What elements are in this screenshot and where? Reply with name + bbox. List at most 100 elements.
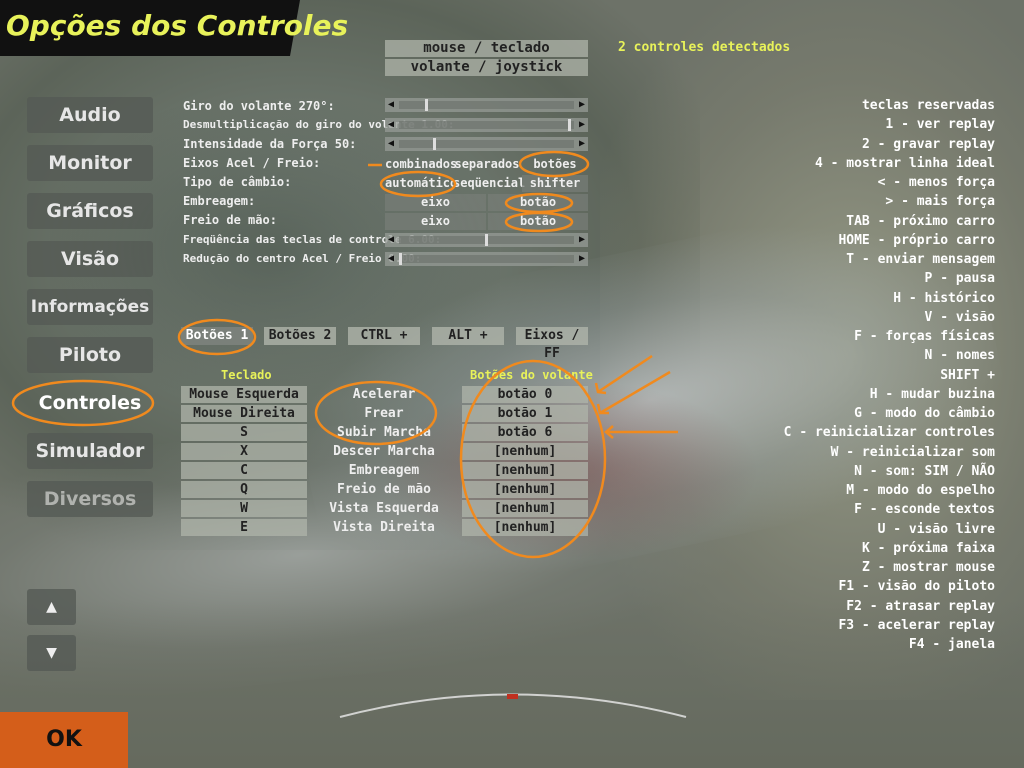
gearbox-sequential-option[interactable]: seqüencial (453, 176, 526, 190)
scroll-up-button[interactable]: ▲ (27, 589, 76, 625)
reserved-key-item: N - som: SIM / NÃO (854, 463, 995, 479)
reserved-key-item: K - próxima faixa (861, 540, 995, 556)
binding-key-cell[interactable]: C (181, 462, 307, 479)
device-mouse-keyboard-button[interactable]: mouse / teclado (385, 40, 588, 57)
reserved-key-item: N - nomes (924, 348, 995, 364)
reserved-key-item: V - visão (924, 309, 995, 325)
gearbox-shifter-option[interactable]: shifter (529, 176, 581, 190)
slider-right-arrow-icon[interactable]: ▶ (578, 99, 586, 110)
slider-left-arrow-icon[interactable]: ◀ (387, 253, 395, 264)
gearbox-label: Tipo de câmbio: (183, 175, 292, 189)
slider-left-arrow-icon[interactable]: ◀ (387, 234, 395, 245)
force-intensity-slider[interactable]: ◀▶ (385, 137, 588, 151)
slider-thumb[interactable] (485, 234, 488, 246)
slider-right-arrow-icon[interactable]: ▶ (578, 119, 586, 130)
gearbox-automatic-option[interactable]: automático (385, 176, 458, 190)
device-wheel-joystick-button[interactable]: volante / joystick (385, 59, 588, 76)
binding-action-label: Descer Marcha (333, 444, 435, 459)
pedal-buttons-option[interactable]: botões (533, 157, 577, 171)
pedal-center-reduction-label: Redução do centro Acel / Freio 0.00: (183, 252, 422, 265)
pedal-combined-option[interactable]: combinados (385, 157, 458, 171)
steering-rotation-label: Giro do volante 270°: (183, 99, 335, 113)
tab-ctrl[interactable]: CTRL + (348, 327, 420, 345)
binding-wheel-button-cell[interactable]: [nenhum] (462, 500, 588, 517)
reserved-key-item: F2 - atrasar replay (846, 598, 995, 614)
nav-audio[interactable]: Audio (27, 97, 153, 133)
tab-buttons-1[interactable]: Botões 1 (181, 327, 253, 345)
reserved-key-item: T - enviar mensagem (846, 252, 995, 267)
slider-right-arrow-icon[interactable]: ▶ (578, 138, 586, 149)
reserved-key-item: H - mudar buzina (869, 386, 995, 402)
scroll-down-button[interactable]: ▼ (27, 635, 76, 671)
slider-left-arrow-icon[interactable]: ◀ (387, 138, 395, 149)
nav-driver[interactable]: Piloto (27, 337, 153, 373)
reserved-key-item: HOME - próprio carro (838, 232, 995, 248)
steering-rotation-slider[interactable]: ◀▶ (385, 98, 588, 112)
tab-buttons-2[interactable]: Botões 2 (264, 327, 336, 345)
binding-action-label: Vista Esquerda (329, 501, 439, 516)
pedal-center-reduction-slider[interactable]: ◀▶ (385, 252, 588, 266)
tab-axes-ff[interactable]: Eixos / FF (516, 327, 588, 361)
slider-right-arrow-icon[interactable]: ▶ (578, 234, 586, 245)
slider-thumb[interactable] (399, 253, 402, 265)
binding-key-cell[interactable]: W (181, 500, 307, 517)
binding-action-label: Acelerar (352, 387, 416, 402)
steering-ratio-slider[interactable]: ◀▶ (385, 118, 588, 132)
binding-wheel-button-cell[interactable]: botão 6 (462, 424, 588, 441)
keyboard-column-header: Teclado (221, 368, 272, 382)
reserved-key-item: SHIFT + (940, 367, 995, 383)
handbrake-button-option[interactable]: botão (519, 214, 557, 228)
reserved-key-item: G - modo do câmbio (854, 406, 995, 421)
wheel-buttons-column-header: Botões do volante (470, 368, 593, 382)
handbrake-label: Freio de mão: (183, 213, 277, 227)
binding-action-label: Vista Direita (333, 520, 435, 535)
slider-thumb[interactable] (433, 138, 437, 150)
nav-controls[interactable]: Controles (38, 392, 142, 414)
binding-wheel-button-cell[interactable]: [nenhum] (462, 462, 588, 479)
reserved-key-item: F4 - janela (908, 637, 995, 652)
reserved-key-item: 2 - gravar replay (861, 136, 995, 152)
slider-right-arrow-icon[interactable]: ▶ (578, 253, 586, 264)
binding-key-cell[interactable]: Q (181, 481, 307, 498)
clutch-label: Embreagem: (183, 194, 256, 208)
page-title: Opções dos Controles (6, 9, 349, 42)
clutch-button-option[interactable]: botão (519, 195, 557, 209)
slider-thumb[interactable] (424, 99, 428, 111)
slider-thumb[interactable] (567, 119, 571, 131)
nav-simulator[interactable]: Simulador (27, 433, 153, 469)
handbrake-axis-option[interactable]: eixo (421, 214, 450, 228)
reserved-key-item: F - esconde textos (854, 502, 995, 518)
binding-key-cell[interactable]: E (181, 519, 307, 536)
binding-action-label: Subir Marcha (337, 425, 431, 440)
reserved-key-item: M - modo do espelho (846, 483, 995, 498)
control-key-freq-slider[interactable]: ◀▶ (385, 233, 588, 247)
nav-misc[interactable]: Diversos (27, 481, 153, 517)
nav-graphics[interactable]: Gráficos (27, 193, 153, 229)
binding-wheel-button-cell[interactable]: [nenhum] (462, 519, 588, 536)
ok-button[interactable]: OK (0, 712, 128, 768)
binding-wheel-button-cell[interactable]: [nenhum] (462, 481, 588, 498)
nav-monitor[interactable]: Monitor (27, 145, 153, 181)
binding-action-label: Frear (364, 406, 404, 421)
nav-information[interactable]: Informações (27, 289, 153, 325)
slider-left-arrow-icon[interactable]: ◀ (387, 119, 395, 130)
reserved-key-item: F1 - visão do piloto (838, 579, 995, 595)
reserved-keys-header: teclas reservadas (861, 98, 995, 113)
binding-key-cell[interactable]: Mouse Esquerda (181, 386, 307, 403)
reserved-key-item: < - menos força (877, 175, 995, 190)
tab-alt[interactable]: ALT + (432, 327, 504, 345)
binding-key-cell[interactable]: Mouse Direita (181, 405, 307, 422)
reserved-key-item: C - reinicializar controles (783, 425, 995, 441)
slider-left-arrow-icon[interactable]: ◀ (387, 99, 395, 110)
binding-key-cell[interactable]: S (181, 424, 307, 441)
nav-view[interactable]: Visão (27, 241, 153, 277)
binding-wheel-button-cell[interactable]: botão 1 (462, 405, 588, 422)
reserved-key-item: P - pausa (924, 271, 995, 287)
force-intensity-label: Intensidade da Força 50: (183, 137, 357, 151)
binding-key-cell[interactable]: X (181, 443, 307, 460)
clutch-axis-option[interactable]: eixo (421, 195, 450, 209)
pedal-separate-option[interactable]: separados (454, 157, 520, 171)
binding-wheel-button-cell[interactable]: [nenhum] (462, 443, 588, 460)
binding-wheel-button-cell[interactable]: botão 0 (462, 386, 588, 403)
